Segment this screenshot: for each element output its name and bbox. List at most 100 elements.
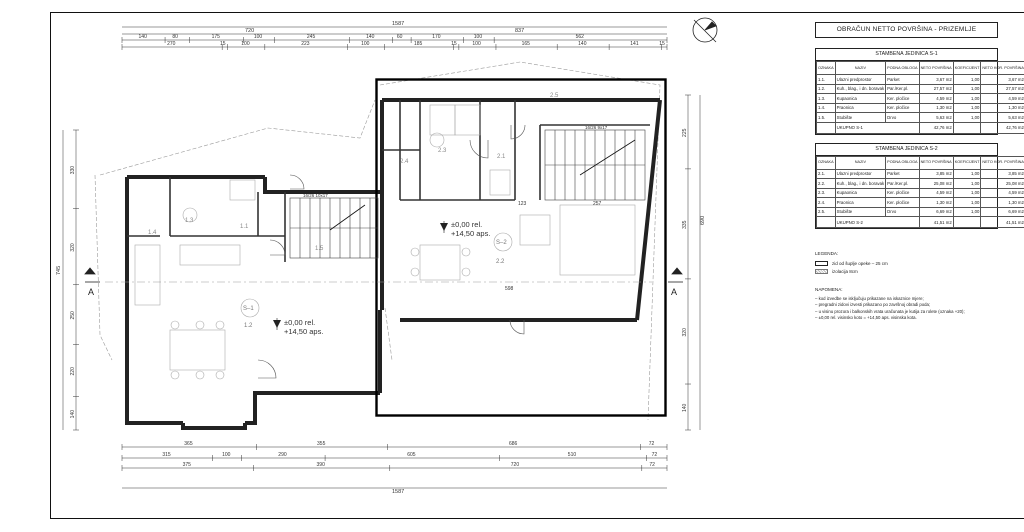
- total-net: 42,76 m2: [918, 121, 954, 134]
- walls-s1: [125, 175, 382, 430]
- cell: 27,57 m2: [918, 83, 954, 94]
- stairs-s2: [544, 129, 646, 201]
- cell: Kupaonica: [834, 93, 887, 104]
- dimension-value: 686: [509, 441, 518, 447]
- room-label-1-4: 1.4: [148, 230, 157, 236]
- sheet-border-left: [50, 12, 51, 519]
- level-s2-abs: +14,50 aps.: [451, 229, 490, 238]
- cell: 1.1.: [816, 74, 836, 85]
- legend-insulation-label: izolacija 8cm: [832, 268, 858, 274]
- cell: Par./Ker.pl.: [885, 83, 920, 94]
- note-line: – kod izvedbe se isključuju prikazane na…: [815, 295, 924, 301]
- dimension-value: 225: [682, 128, 688, 137]
- dimension-value: 140: [578, 41, 587, 47]
- dimension-value: 270: [167, 41, 176, 47]
- cell: 1,00: [952, 168, 982, 179]
- cell: Ker. pločice: [885, 102, 920, 113]
- cell: Drvo: [885, 112, 920, 123]
- dim-top-total: 1587: [392, 21, 404, 27]
- cell: 3,85 m2: [918, 168, 954, 179]
- cell: 4,59 m2: [980, 187, 1024, 198]
- cell: 5,63 m2: [918, 112, 954, 123]
- wall-swatch-icon: [815, 260, 828, 266]
- cell: 3,67 m2: [980, 74, 1024, 85]
- dimension-value: 140: [366, 34, 375, 40]
- stair-note-s2: 16/26 9x17: [585, 125, 608, 130]
- unit-s2-room: 2.2: [496, 259, 505, 265]
- cell: 25,08 m2: [918, 178, 954, 189]
- area-calculation-panel: OBRAČUN NETTO POVRŠINA - PRIZEMLJE STAMB…: [815, 22, 1024, 322]
- dimension-value: 175: [212, 34, 221, 40]
- note-line: – u visinu prozora i balkonskih vrata ur…: [815, 308, 965, 314]
- level-s1-rel: ±0,00 rel.: [284, 318, 315, 327]
- stair-note-s1: 16/26 10x17: [303, 193, 328, 198]
- cell: Praonica: [834, 197, 887, 208]
- section-label-left: A: [88, 287, 94, 297]
- dimension-value: 562: [576, 34, 585, 40]
- cell: Ker. pločice: [885, 197, 920, 208]
- cell: 4,59 m2: [918, 187, 954, 198]
- dimension-value: 100: [361, 41, 370, 47]
- room-label-1-3: 1.3: [185, 218, 194, 224]
- room-table-s1: OZNAKA NAZIV PODNA OBLOGA NETO POVRŠINA …: [816, 61, 1024, 134]
- cell: 27,57 m2: [980, 83, 1024, 94]
- cell: 1.4.: [816, 102, 836, 113]
- cell: 1,30 m2: [918, 197, 954, 208]
- dimension-value: 605: [407, 452, 416, 458]
- panel-title: OBRAČUN NETTO POVRŠINA - PRIZEMLJE: [815, 22, 998, 38]
- cell: 1,00: [952, 83, 982, 94]
- col-neto-kor: NETO KOR. POVRŠINA: [980, 155, 1024, 170]
- note-line: – pregradni zidovi izvesti prikazano po …: [815, 302, 931, 308]
- col-oznaka: OZNAKA: [816, 61, 836, 75]
- cell: Ulazni predprostor: [834, 168, 887, 179]
- cell: Par./Ker.pl.: [885, 178, 920, 189]
- cell: 1,30 m2: [918, 102, 954, 113]
- cell: 2.4.: [816, 197, 836, 208]
- cell: Stubište: [834, 112, 887, 123]
- dimension-value: 245: [307, 34, 316, 40]
- dimension-value: 165: [522, 41, 531, 47]
- dimension-value: 15: [451, 41, 457, 47]
- dim-right-total: 690: [700, 216, 706, 225]
- notes: NAPOMENA: – kod izvedbe se isključuju pr…: [815, 287, 998, 322]
- cell: Stubište: [834, 206, 887, 217]
- dimension-value: 100: [222, 452, 231, 458]
- unit-s1-room: 1.2: [244, 323, 253, 329]
- stairs-s1: [289, 197, 379, 259]
- cell: 1.2.: [816, 83, 836, 94]
- dimension-value: 220: [70, 367, 76, 376]
- cell: 3,67 m2: [918, 74, 954, 85]
- unit-s2-highlight: [375, 78, 667, 417]
- dimension-value: 720: [511, 462, 520, 468]
- cell: Ker. pločice: [885, 187, 920, 198]
- cell: 25,08 m2: [980, 178, 1024, 189]
- notes-title: NAPOMENA:: [815, 287, 843, 292]
- dimension-value: 140: [70, 410, 76, 419]
- dim-top-left-total: 720: [245, 28, 254, 34]
- legend-wall-label: zid od šuplje opeke – 25 cm: [832, 260, 888, 266]
- cell: 2.1.: [816, 168, 836, 179]
- dimension-value: 72: [649, 462, 655, 468]
- total-use: 41,51 m2: [980, 216, 1024, 228]
- cell: Kuh., blag., i dn. boravak: [834, 83, 887, 94]
- dimension-value: 15: [220, 41, 226, 47]
- col-obloga: PODNA OBLOGA: [885, 155, 920, 170]
- level-marker-s2-icon: [440, 221, 448, 233]
- north-arrow-icon: [692, 17, 718, 43]
- total-label: UKUPNO S-1: [834, 121, 920, 134]
- dimension-value: 335: [682, 220, 688, 229]
- dim-top-right-total: 837: [515, 28, 524, 34]
- cell: Kupaonica: [834, 187, 887, 198]
- walls-s2: [380, 98, 662, 322]
- cell: 6,69 m2: [980, 206, 1024, 217]
- unit-s2-badge: S–2: [496, 240, 507, 246]
- dimension-value: 80: [172, 34, 178, 40]
- dimension-value: 250: [70, 311, 76, 320]
- dimension-value: 141: [630, 41, 639, 47]
- dimension-value: 330: [70, 166, 76, 175]
